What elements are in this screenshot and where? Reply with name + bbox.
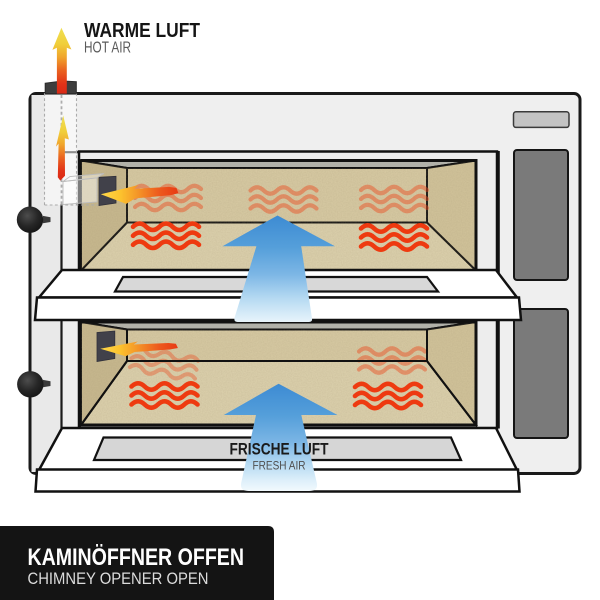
svg-text:WARME LUFT: WARME LUFT: [84, 19, 200, 42]
svg-text:CHIMNEY OPENER OPEN: CHIMNEY OPENER OPEN: [28, 569, 209, 588]
svg-text:HOT AIR: HOT AIR: [84, 40, 131, 57]
svg-text:FRESH AIR: FRESH AIR: [253, 459, 306, 473]
svg-text:FRISCHE LUFT: FRISCHE LUFT: [230, 440, 329, 459]
svg-text:KAMINÖFFNER OFFEN: KAMINÖFFNER OFFEN: [28, 544, 245, 571]
